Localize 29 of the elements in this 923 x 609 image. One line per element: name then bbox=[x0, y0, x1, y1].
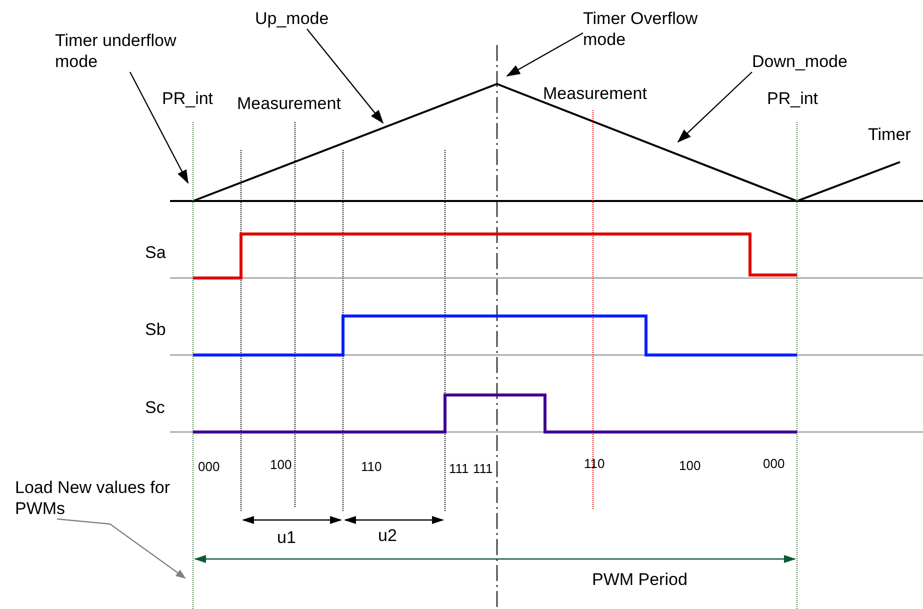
state-code: 000 bbox=[763, 456, 785, 471]
state-code: 100 bbox=[270, 457, 292, 472]
leader-arrow bbox=[129, 72, 189, 184]
callout-label: Load New values for PWMs bbox=[15, 477, 195, 519]
leader-arrow bbox=[506, 32, 584, 77]
annotation-label: Timer bbox=[868, 125, 911, 145]
state-code: 000 bbox=[198, 459, 220, 474]
annotation-label: Measurement bbox=[237, 94, 341, 114]
leader-arrow bbox=[677, 72, 752, 143]
state-code: 111 bbox=[473, 461, 493, 476]
annotation-label: u1 bbox=[277, 528, 296, 548]
callout-label: Down_mode bbox=[752, 51, 892, 72]
callout-label: Up_mode bbox=[255, 8, 375, 29]
state-code: 110 bbox=[361, 459, 382, 474]
annotation-label: Sb bbox=[145, 320, 166, 340]
callout-label: Timer Overflow mode bbox=[583, 8, 743, 50]
annotation-label: PR_int bbox=[767, 89, 818, 109]
annotation-label: Measurement bbox=[543, 84, 647, 104]
annotation-label: Sc bbox=[145, 398, 165, 418]
state-code: 110 bbox=[584, 456, 605, 471]
annotation-label: PWM Period bbox=[592, 570, 688, 590]
annotation-label: u2 bbox=[378, 526, 397, 546]
state-code: 111 bbox=[449, 461, 469, 476]
leader-arrow bbox=[56, 518, 186, 579]
state-code: 100 bbox=[679, 458, 701, 473]
annotation-label: Sa bbox=[145, 243, 166, 263]
leader-arrow bbox=[306, 28, 384, 124]
callout-label: Timer underflow mode bbox=[55, 30, 215, 72]
annotation-label: PR_int bbox=[162, 89, 214, 109]
